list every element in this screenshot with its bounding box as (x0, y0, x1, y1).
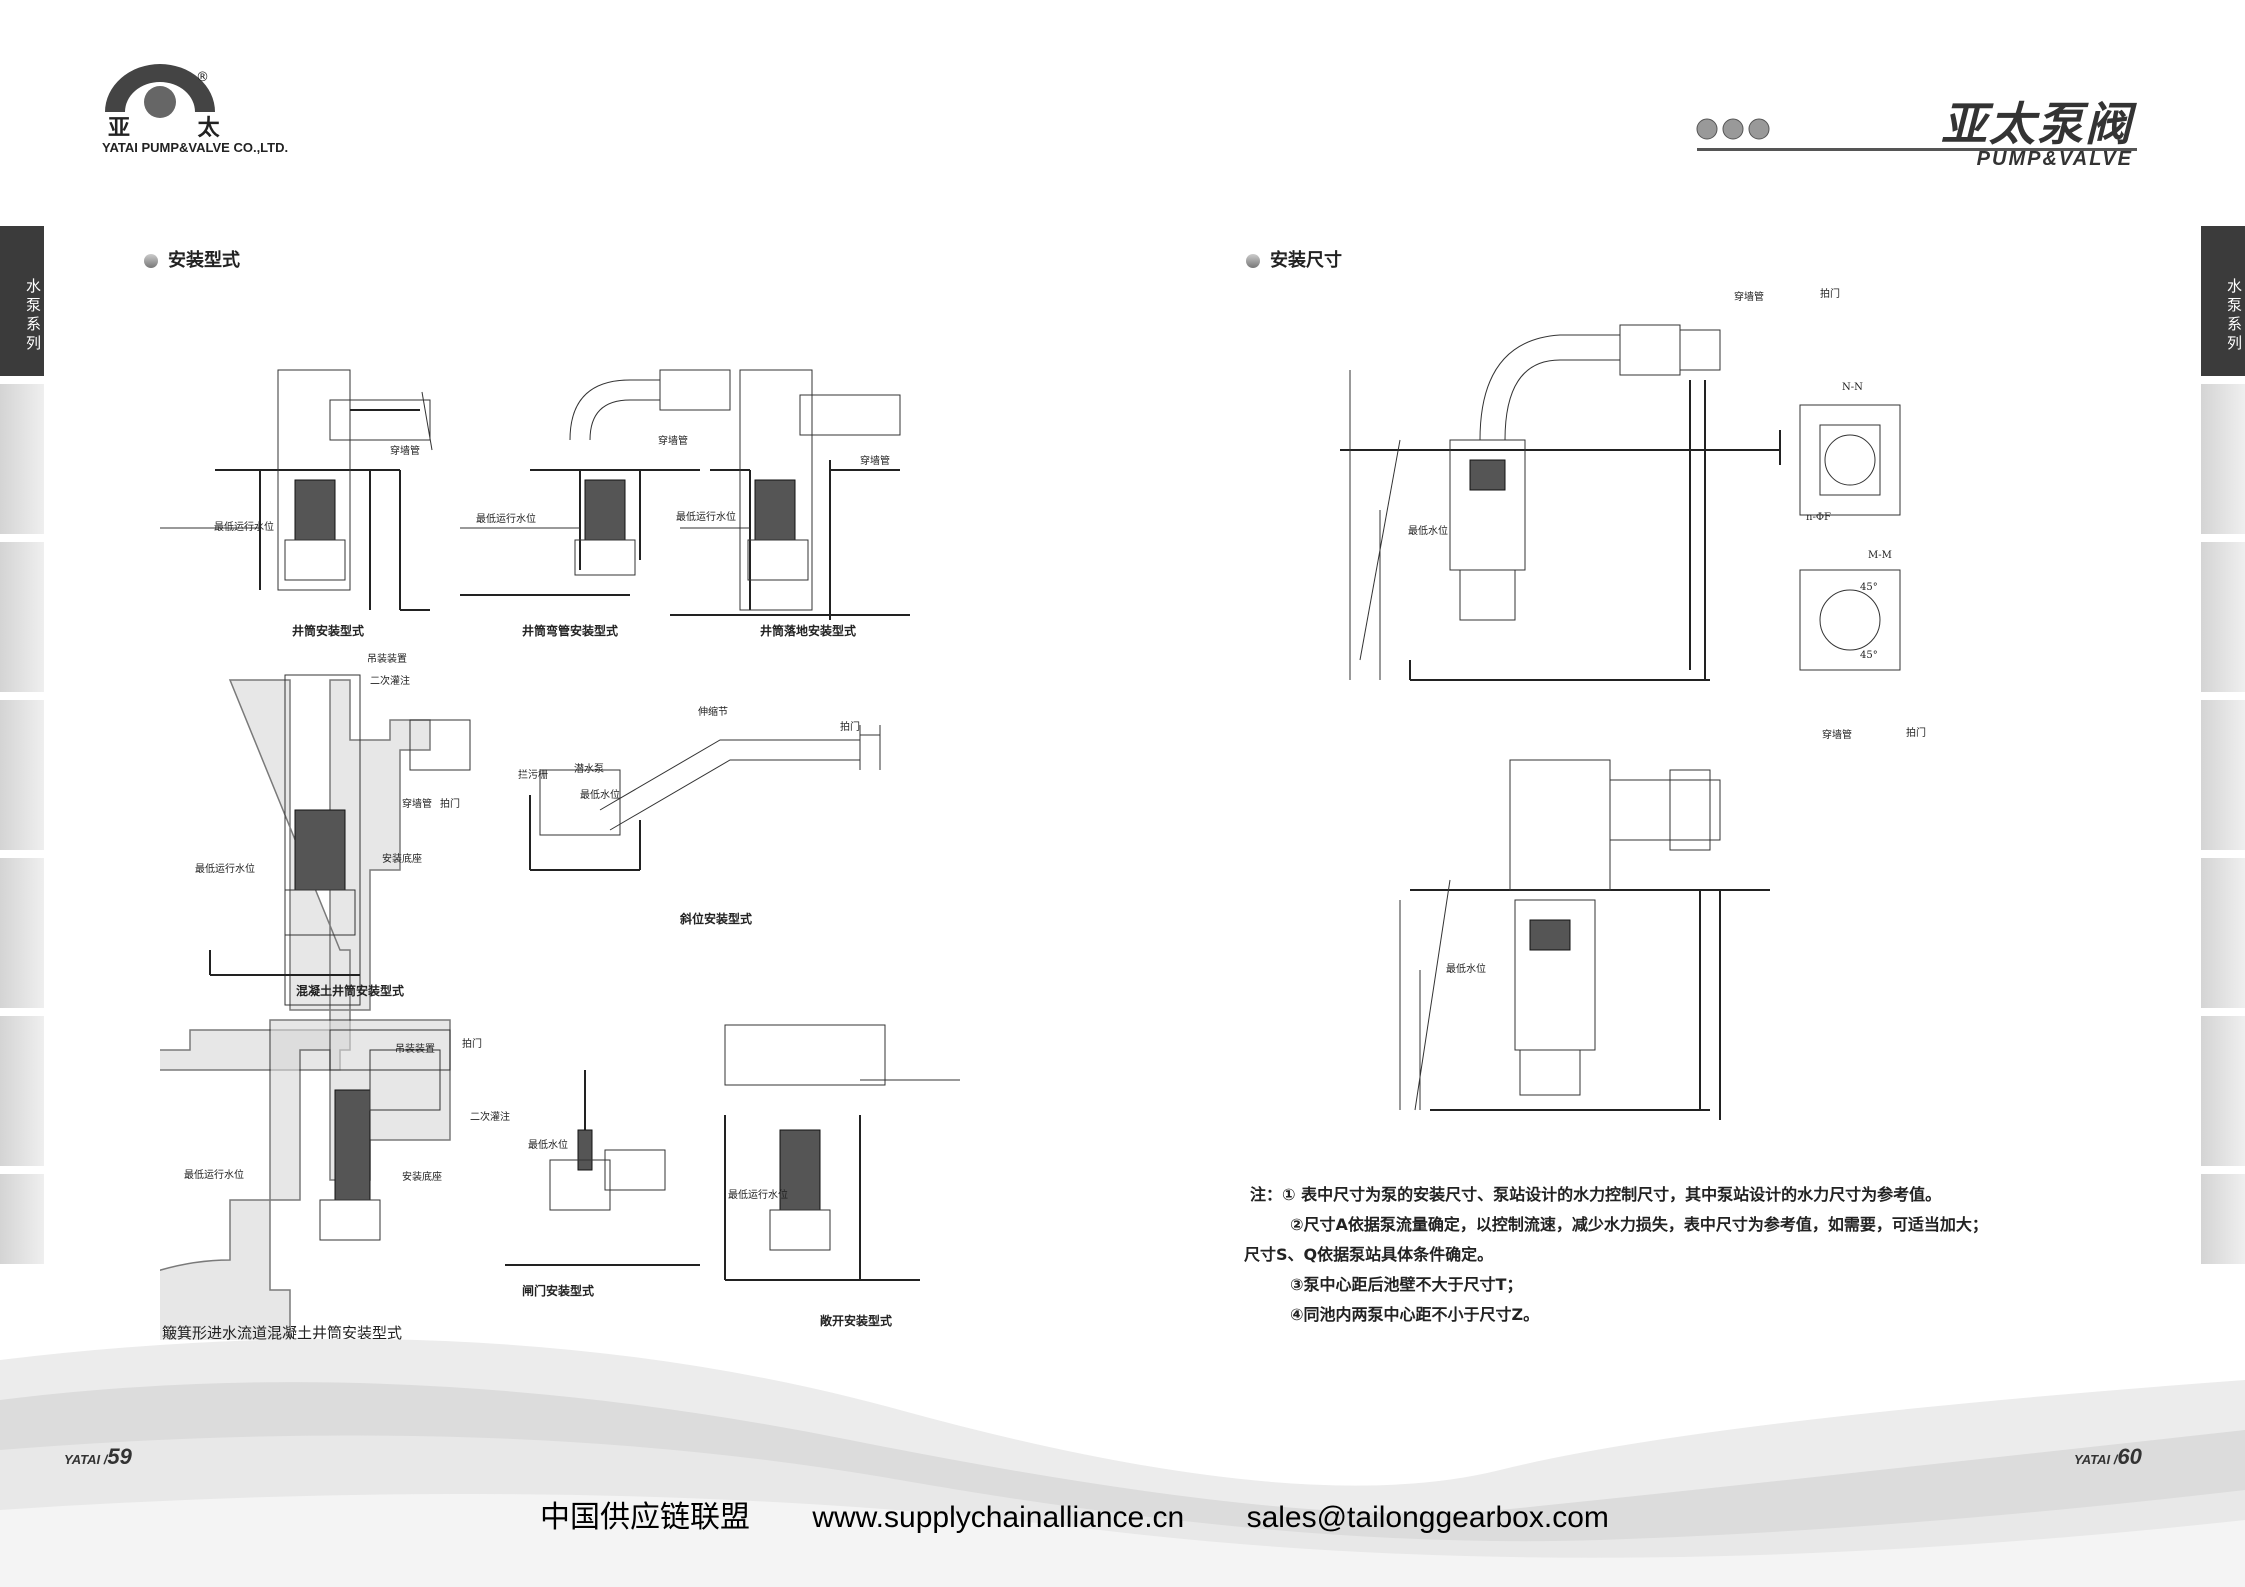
label-lowest: 最低水位 (1446, 964, 1486, 975)
brand-english: PUMP&VALVE (1976, 148, 2133, 170)
label-wall-pipe: 穿墙管 (1734, 292, 1764, 303)
label-low-water: 最低运行水位 (676, 512, 736, 523)
caption-inclined: 斜位安装型式 (680, 912, 753, 926)
side-tab[interactable] (0, 1174, 44, 1264)
label-flap: 拍门 (440, 799, 460, 810)
drawing-dustpan (160, 1019, 451, 1340)
label-grout: 二次灌注 (470, 1112, 510, 1123)
label-low-water: 最低运行水位 (476, 514, 536, 525)
installation-dimensions-drawing (1340, 324, 1901, 1120)
label-wall-pipe: 穿墙管 (860, 456, 890, 467)
label-flap: 拍门 (840, 722, 860, 733)
bullet-icon (1246, 254, 1260, 268)
caption-open: 敞开安装型式 (820, 1314, 893, 1328)
label-low-water: 最低运行水位 (214, 522, 274, 533)
side-tab[interactable] (0, 384, 44, 534)
side-tab[interactable] (0, 1016, 44, 1166)
label-low-water: 最低运行水位 (195, 864, 255, 875)
installation-types-drawing (160, 369, 960, 1340)
label-base: 安装底座 (402, 1172, 442, 1183)
drawing-open (724, 1024, 960, 1281)
note-line: ②尺寸A依据泵流量确定，以控制流速，减少水力损失，表中尺寸为参考值，如需要，可适… (1290, 1215, 1988, 1234)
left-side-tabs: 水泵系列 (0, 226, 44, 1272)
label-low-water: 最低运行水位 (728, 1190, 788, 1201)
label-joint: 伸缩节 (698, 707, 728, 718)
caption-elbow: 井筒弯管安装型式 (522, 624, 619, 638)
label-wall-pipe: 穿墙管 (390, 446, 420, 457)
caption-dustpan: 簸箕形进水流道混凝土井筒安装型式 (162, 1324, 403, 1342)
caption-well: 井筒安装型式 (292, 624, 365, 638)
label-wall-pipe: 穿墙管 (658, 436, 688, 447)
registered-mark: ® (196, 70, 209, 85)
side-tab-pumps[interactable]: 水泵系列 (0, 226, 44, 376)
label-lowest: 最低水位 (528, 1140, 568, 1151)
label-trash: 拦污栅 (518, 770, 548, 781)
side-tab[interactable] (2201, 1016, 2245, 1166)
side-tab[interactable] (0, 700, 44, 850)
label-lift: 吊装装置 (367, 654, 407, 665)
label-nn: N-N (1842, 382, 1863, 393)
company-logo-icon (105, 64, 215, 118)
drawing-well-install (160, 369, 433, 611)
logo-chinese-name: 亚 太 (108, 116, 250, 141)
label-flap: 拍门 (1820, 289, 1840, 300)
label-flap: 拍门 (1906, 728, 1926, 739)
label-nphi: n-ΦF (1806, 512, 1831, 523)
note-line: ③泵中心距后池壁不大于尺寸T； (1290, 1275, 1523, 1294)
side-tab[interactable] (2201, 542, 2245, 692)
label-flap: 拍门 (462, 1039, 482, 1050)
side-tab[interactable] (2201, 384, 2245, 534)
label-pump: 潜水泵 (574, 764, 604, 775)
dimension-drawing-top (1340, 324, 1901, 681)
footer-url[interactable]: www.supplychainalliance.cn (812, 1501, 1185, 1534)
installation-notes: 注：① 表中尺寸为泵的安装尺寸、泵站设计的水力控制尺寸，其中泵站设计的水力尺寸为… (1244, 1180, 1988, 1330)
label-low-water: 最低运行水位 (184, 1170, 244, 1181)
note-line: ④同池内两泵中心距不小于尺寸Z。 (1290, 1305, 1540, 1324)
label-lowest: 最低水位 (1408, 526, 1448, 537)
footer-email[interactable]: sales@tailonggearbox.com (1246, 1501, 1609, 1534)
label-lift: 吊装装置 (395, 1044, 435, 1055)
right-section-title: 安装尺寸 (1246, 246, 1342, 272)
brand-dots-icon (1695, 114, 1775, 148)
right-side-tabs: 水泵系列 (2201, 226, 2245, 1272)
drawing-inclined (529, 725, 881, 871)
note-line: 注：① 表中尺寸为泵的安装尺寸、泵站设计的水力控制尺寸，其中泵站设计的水力尺寸为… (1250, 1185, 1942, 1204)
side-tab[interactable] (2201, 858, 2245, 1008)
label-wall-pipe: 穿墙管 (402, 799, 432, 810)
left-section-title: 安装型式 (144, 246, 240, 272)
label-lowest: 最低水位 (580, 790, 620, 801)
side-tab[interactable] (2201, 700, 2245, 850)
side-tab[interactable] (0, 542, 44, 692)
label-mm: M-M (1868, 550, 1892, 561)
label-wall-pipe: 穿墙管 (1822, 730, 1852, 741)
caption-gate: 闸门安装型式 (522, 1284, 595, 1298)
company-english-name: YATAI PUMP&VALVE CO.,LTD. (102, 140, 289, 155)
page-number-right: YATAI /60 (2074, 1444, 2142, 1469)
page-number-left: YATAI /59 (64, 1444, 132, 1469)
drawing-elbow-install (460, 369, 731, 596)
caption-floor: 井筒落地安装型式 (760, 624, 857, 638)
note-line: 尺寸S、Q依据泵站具体条件确定。 (1244, 1245, 1494, 1264)
dimension-drawing-bottom (1399, 759, 1770, 1120)
drawing-gate (505, 1070, 700, 1266)
drawing-concrete-well (160, 674, 471, 1071)
label-grout: 二次灌注 (370, 676, 410, 687)
label-angle: 45° (1860, 582, 1878, 593)
footer-contact: 中国供应链联盟 www.supplychainalliance.cn sales… (540, 1492, 1663, 1536)
footer-org: 中国供应链联盟 (540, 1501, 750, 1534)
side-tab-pumps-right[interactable]: 水泵系列 (2201, 226, 2245, 376)
header-rule (1697, 148, 2137, 151)
brand-chinese: 亚太泵阀 (1941, 97, 2133, 151)
side-tab[interactable] (0, 858, 44, 1008)
side-tab[interactable] (2201, 1174, 2245, 1264)
caption-concrete: 混凝土井筒安装型式 (296, 984, 405, 998)
label-base: 安装底座 (382, 854, 422, 865)
drawing-floor-install (670, 369, 910, 620)
brand-block: 亚太泵阀 PUMP&VALVE (1941, 88, 2133, 171)
bullet-icon (144, 254, 158, 268)
footer-wave-decoration (0, 1338, 2245, 1587)
label-angle: 45° (1860, 650, 1878, 661)
